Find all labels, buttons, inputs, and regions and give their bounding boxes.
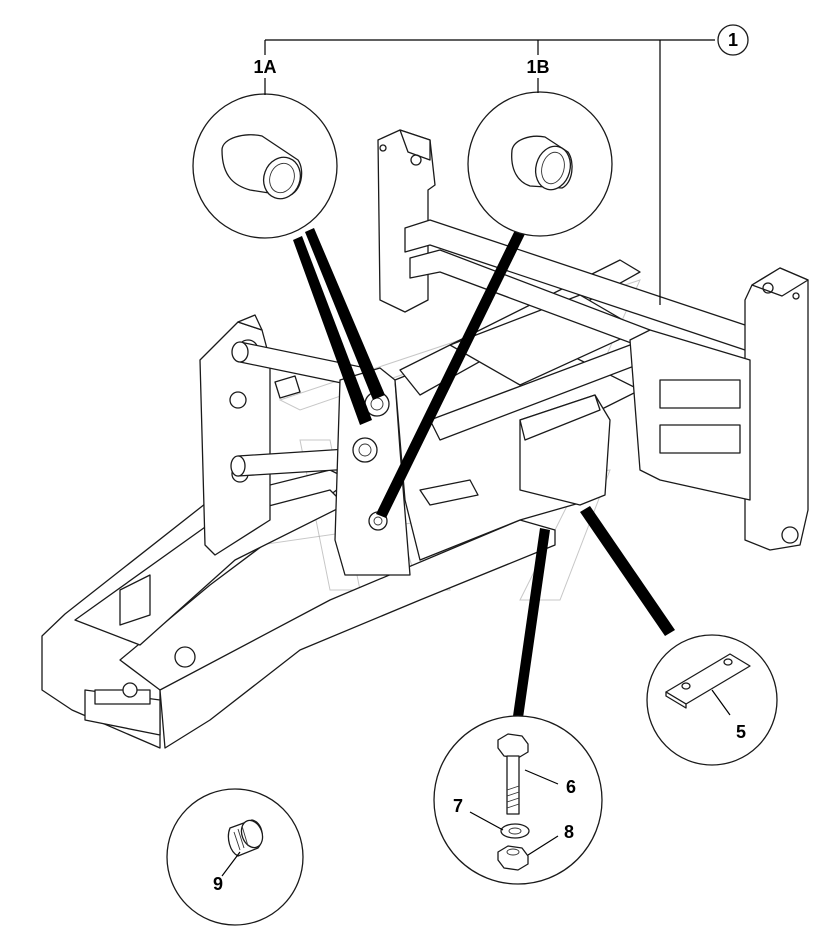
detail-678 (433, 715, 603, 885)
loader-frame (41, 129, 809, 749)
band-1b (376, 228, 526, 518)
plate-5-icon (665, 653, 751, 709)
plug-9-icon (227, 819, 264, 857)
front-slot (94, 689, 151, 705)
detail-5 (646, 634, 778, 766)
frame-cutout-upper (659, 379, 741, 409)
band-1a-right (305, 228, 385, 400)
chassis-bore-front (122, 682, 138, 698)
tower-bore-1 (229, 391, 247, 409)
chassis-bore-mid (174, 646, 196, 668)
bolt-6-icon (497, 733, 529, 815)
callout-8: 8 (564, 822, 574, 842)
center-pivot-plate (334, 367, 411, 576)
callout-1b: 1B (526, 57, 549, 77)
detail-5-circle (646, 634, 778, 766)
bracket-1 (419, 479, 479, 506)
callout-6: 6 (566, 777, 576, 797)
detail-9-circle (166, 788, 304, 926)
leader-bands (293, 228, 675, 718)
assembly-callout-circle (717, 24, 749, 56)
frame-cutout-lower (659, 424, 741, 454)
detail-9 (166, 788, 304, 926)
bushing-1a-icon (221, 134, 303, 200)
detail-1a (192, 93, 338, 239)
callout-5: 5 (736, 722, 746, 742)
callout-7: 7 (453, 796, 463, 816)
pivot-bore-middle (352, 437, 378, 463)
rear-right-post-face (751, 267, 809, 297)
callout-labels: 1 1A 1B 5 6 7 8 9 (213, 30, 746, 894)
callout-9: 9 (213, 874, 223, 894)
upper-tube-end (231, 341, 249, 363)
nut-8-icon (497, 845, 529, 871)
rear-box-side (519, 394, 601, 441)
chassis-right-side (159, 519, 556, 749)
rear-right-post (744, 267, 809, 551)
detail-1b (467, 91, 613, 237)
assembly-bracket (264, 24, 749, 305)
band-1a-left (293, 236, 372, 425)
bushing-1b-icon (511, 135, 573, 191)
chassis-bracket (119, 574, 151, 626)
lower-tube-end (230, 455, 246, 477)
left-tower-side (237, 314, 263, 331)
rear-left-post-face (399, 129, 431, 161)
washer-7-icon (500, 823, 530, 839)
rear-right-bore (781, 526, 799, 544)
callout-1: 1 (728, 30, 738, 50)
band-6 (513, 528, 550, 718)
band-5 (580, 506, 675, 636)
callout-1a: 1A (253, 57, 276, 77)
bracket-2 (274, 375, 301, 399)
right-side-frame (629, 329, 751, 501)
